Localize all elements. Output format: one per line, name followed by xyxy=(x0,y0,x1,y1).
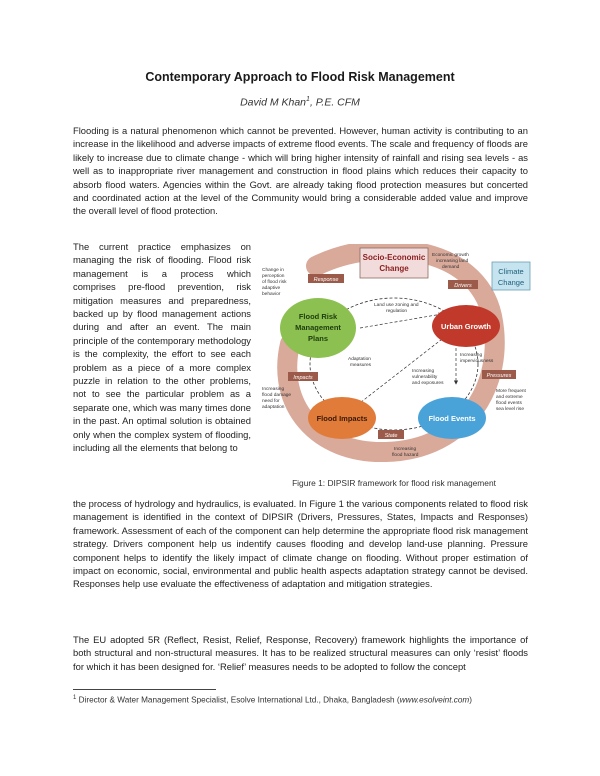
dipsir-paragraph: the process of hydrology and hydraulics,… xyxy=(73,498,528,590)
flood-events-node xyxy=(418,397,486,439)
note-imperv-1: Increasing xyxy=(460,352,482,358)
note-econ-1: Economic growth xyxy=(432,252,469,258)
author-footnote-mark: 1 xyxy=(306,96,310,103)
pressures-tag xyxy=(482,370,516,379)
socio-economic-label: Socio-Economic xyxy=(363,253,426,262)
landuse-arrow xyxy=(359,312,443,329)
dipsir-diagram: Socio-Economic Change Climate Change Urb… xyxy=(262,239,531,463)
climate-change-label-2: Change xyxy=(498,278,524,287)
footnote-text: Director & Water Management Specialist, … xyxy=(76,695,400,705)
flood-impacts-label: Flood Impacts xyxy=(317,414,368,423)
note-adaptation-2: measures xyxy=(350,362,372,368)
figure-notes: Change in perception of flood risk adapt… xyxy=(262,252,527,458)
note-extreme-4: sea level rise xyxy=(496,406,524,412)
frm-plans-label-1: Flood Risk xyxy=(299,312,338,321)
inner-cycle xyxy=(309,297,479,431)
note-landuse-2: regulation xyxy=(386,308,407,314)
note-hazard-2: flood hazard xyxy=(392,452,419,458)
note-extreme-3: flood events xyxy=(496,400,522,406)
footnote-rule xyxy=(73,689,216,690)
note-vuln-2: vulnerability xyxy=(412,374,438,380)
flood-impacts-node xyxy=(308,397,376,439)
note-vuln-3: and exposures xyxy=(412,380,444,386)
vulnerability-arrow xyxy=(355,335,447,407)
drivers-tag-text: Drivers xyxy=(454,283,472,289)
author-name: David M Khan xyxy=(240,96,307,109)
response-tag xyxy=(308,274,344,283)
footnote-website-link[interactable]: www.esolveint.com xyxy=(399,695,470,705)
frm-plans-label-3: Plans xyxy=(308,334,328,343)
note-econ-2: increasing land xyxy=(436,258,469,264)
impacts-tag-text: Impacts xyxy=(293,375,313,381)
response-tag-text: Response xyxy=(314,277,339,283)
note-change-in-2: perception xyxy=(262,273,285,279)
note-change-in-5: behavior xyxy=(262,291,281,297)
note-damage-2: flood damage xyxy=(262,392,291,398)
climate-change-label: Climate xyxy=(498,267,523,276)
current-practice-paragraph: The current practice emphasizes on manag… xyxy=(73,241,251,454)
footnote-close: ) xyxy=(469,695,472,705)
footnote: 1 Director & Water Management Specialist… xyxy=(73,695,533,705)
note-change-in-4: adaptive xyxy=(262,285,280,291)
note-econ-3: demand xyxy=(442,264,460,270)
note-imperv-2: imperviousness xyxy=(460,358,494,364)
author-credentials: , P.E. CFM xyxy=(309,96,360,109)
socio-economic-label-2: Change xyxy=(379,264,409,273)
note-extreme-1: More frequent xyxy=(496,388,527,394)
note-hazard-1: Increasing xyxy=(394,446,416,452)
note-change-in-1: Change in xyxy=(262,267,284,273)
note-damage-3: need for xyxy=(262,398,280,404)
frm-plans-label-2: Management xyxy=(295,323,341,332)
note-vuln-1: Increasing xyxy=(412,368,434,374)
flood-events-label: Flood Events xyxy=(428,414,475,423)
state-tag xyxy=(378,430,404,439)
note-extreme-2: and extreme xyxy=(496,394,523,400)
urban-growth-label: Urban Growth xyxy=(441,322,491,331)
note-damage-1: Increasing xyxy=(262,386,284,392)
pressures-tag-text: Pressures xyxy=(487,373,512,379)
climate-change-node xyxy=(491,261,531,291)
figure-caption: Figure 1: DIPSIR framework for flood ris… xyxy=(292,478,496,488)
note-change-in-3: of flood risk xyxy=(262,279,287,285)
urban-growth-node xyxy=(432,305,500,347)
socio-economic-node xyxy=(359,247,429,279)
frm-plans-node xyxy=(280,298,356,358)
intro-paragraph: Flooding is a natural phenomenon which c… xyxy=(73,125,528,217)
impacts-tag xyxy=(288,372,318,381)
note-adaptation-1: Adaptation xyxy=(348,356,371,362)
author-line: David M Khan1, P.E. CFM xyxy=(0,96,600,109)
footnote-mark: 1 xyxy=(73,695,77,701)
5r-framework-paragraph: The EU adopted 5R (Reflect, Resist, Reli… xyxy=(73,634,528,672)
dipsir-figure: Socio-Economic Change Climate Change Urb… xyxy=(256,239,532,470)
drivers-tag xyxy=(448,280,478,289)
state-tag-text: State xyxy=(385,433,398,439)
note-damage-4: adaptation xyxy=(262,404,285,410)
note-landuse-1: Land use zoning and xyxy=(374,302,419,308)
document-title: Contemporary Approach to Flood Risk Mana… xyxy=(145,70,455,84)
